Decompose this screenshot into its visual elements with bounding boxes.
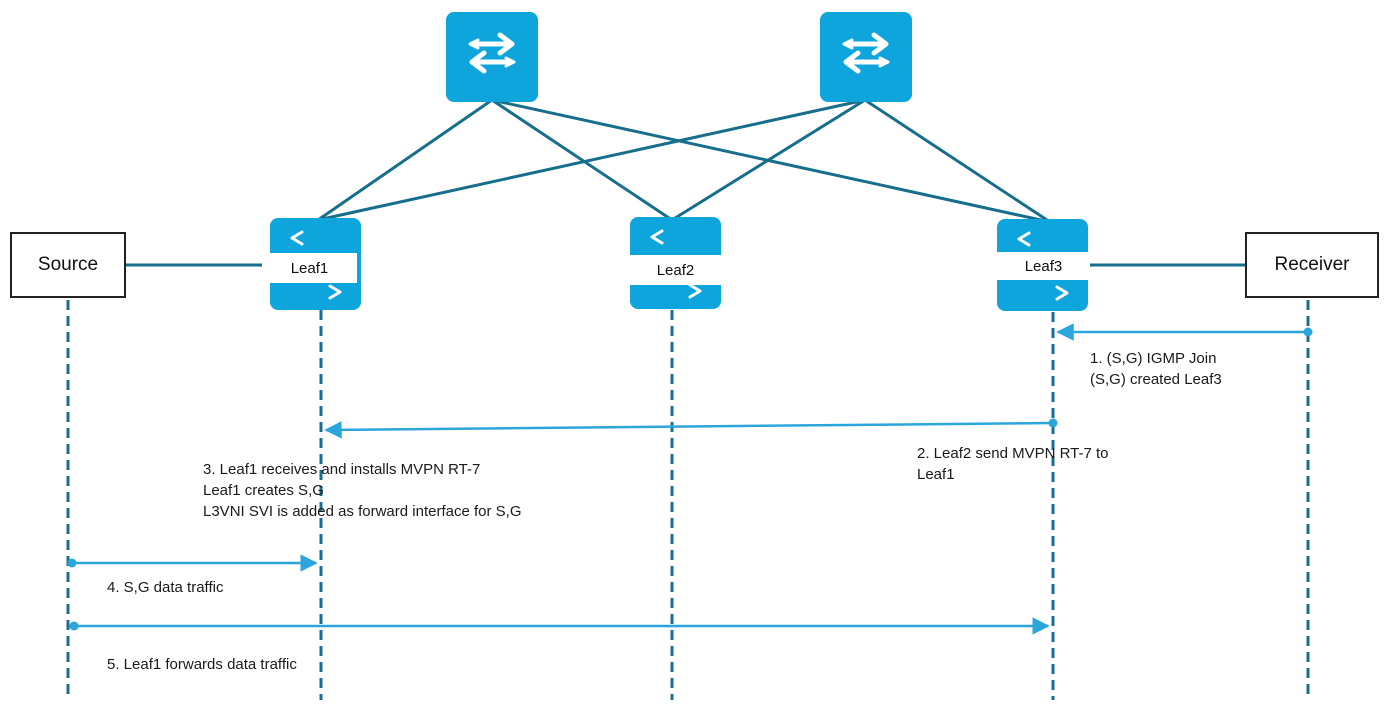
link-spine2-leaf2 <box>671 98 866 222</box>
link-spine2-leaf3 <box>864 98 1051 224</box>
source-label: Source <box>37 254 99 275</box>
step3-line1: 3. Leaf1 receives and installs MVPN RT-7 <box>203 461 481 478</box>
step2-line1: 2. Leaf2 send MVPN RT-7 to <box>917 445 1109 462</box>
leaf3-label: Leaf3 <box>997 252 1090 280</box>
leaf-switch-icon <box>650 229 702 299</box>
message-step4-data-traffic <box>67 554 318 572</box>
receiver-box: Receiver <box>1245 232 1379 298</box>
switch-arrows-icon <box>468 32 516 74</box>
step4-annotation: 4. S,G data traffic <box>107 577 223 598</box>
link-spine2-leaf1 <box>317 98 866 222</box>
step3-annotation: 3. Leaf1 receives and installs MVPN RT-7… <box>203 459 522 522</box>
leaf-switch-icon <box>1017 231 1069 301</box>
step2-line2: Leaf1 <box>917 466 955 483</box>
step1-line1: 1. (S,G) IGMP Join <box>1090 350 1217 367</box>
leaf-switch-icon <box>290 230 342 300</box>
leaf2-label: Leaf2 <box>630 255 721 285</box>
step4-line1: 4. S,G data traffic <box>107 579 224 596</box>
switch-arrows-icon <box>842 32 890 74</box>
lifelines <box>66 300 1310 700</box>
step1-line2: (S,G) created Leaf3 <box>1090 371 1222 388</box>
message-step1-igmp-join <box>1056 323 1313 341</box>
step5-line1: 5. Leaf1 forwards data traffic <box>107 656 297 673</box>
step1-annotation: 1. (S,G) IGMP Join (S,G) created Leaf3 <box>1090 348 1222 390</box>
spine-switch-1 <box>446 12 538 102</box>
step3-line2: Leaf1 creates S,G <box>203 482 324 499</box>
message-step2-mvpn-rt7 <box>324 418 1058 439</box>
leaf1-label: Leaf1 <box>262 253 357 283</box>
link-spine1-leaf2 <box>491 98 673 222</box>
link-spine1-leaf3 <box>491 98 1051 224</box>
source-box: Source <box>10 232 126 298</box>
receiver-label: Receiver <box>1274 254 1350 275</box>
step5-annotation: 5. Leaf1 forwards data traffic <box>107 654 297 675</box>
fabric-links <box>317 98 1051 224</box>
message-step5-forward-traffic <box>69 617 1050 635</box>
spine-switch-2 <box>820 12 912 102</box>
link-spine1-leaf1 <box>317 98 493 222</box>
step3-line3: L3VNI SVI is added as forward interface … <box>203 503 522 520</box>
step2-annotation: 2. Leaf2 send MVPN RT-7 to Leaf1 <box>917 443 1109 485</box>
